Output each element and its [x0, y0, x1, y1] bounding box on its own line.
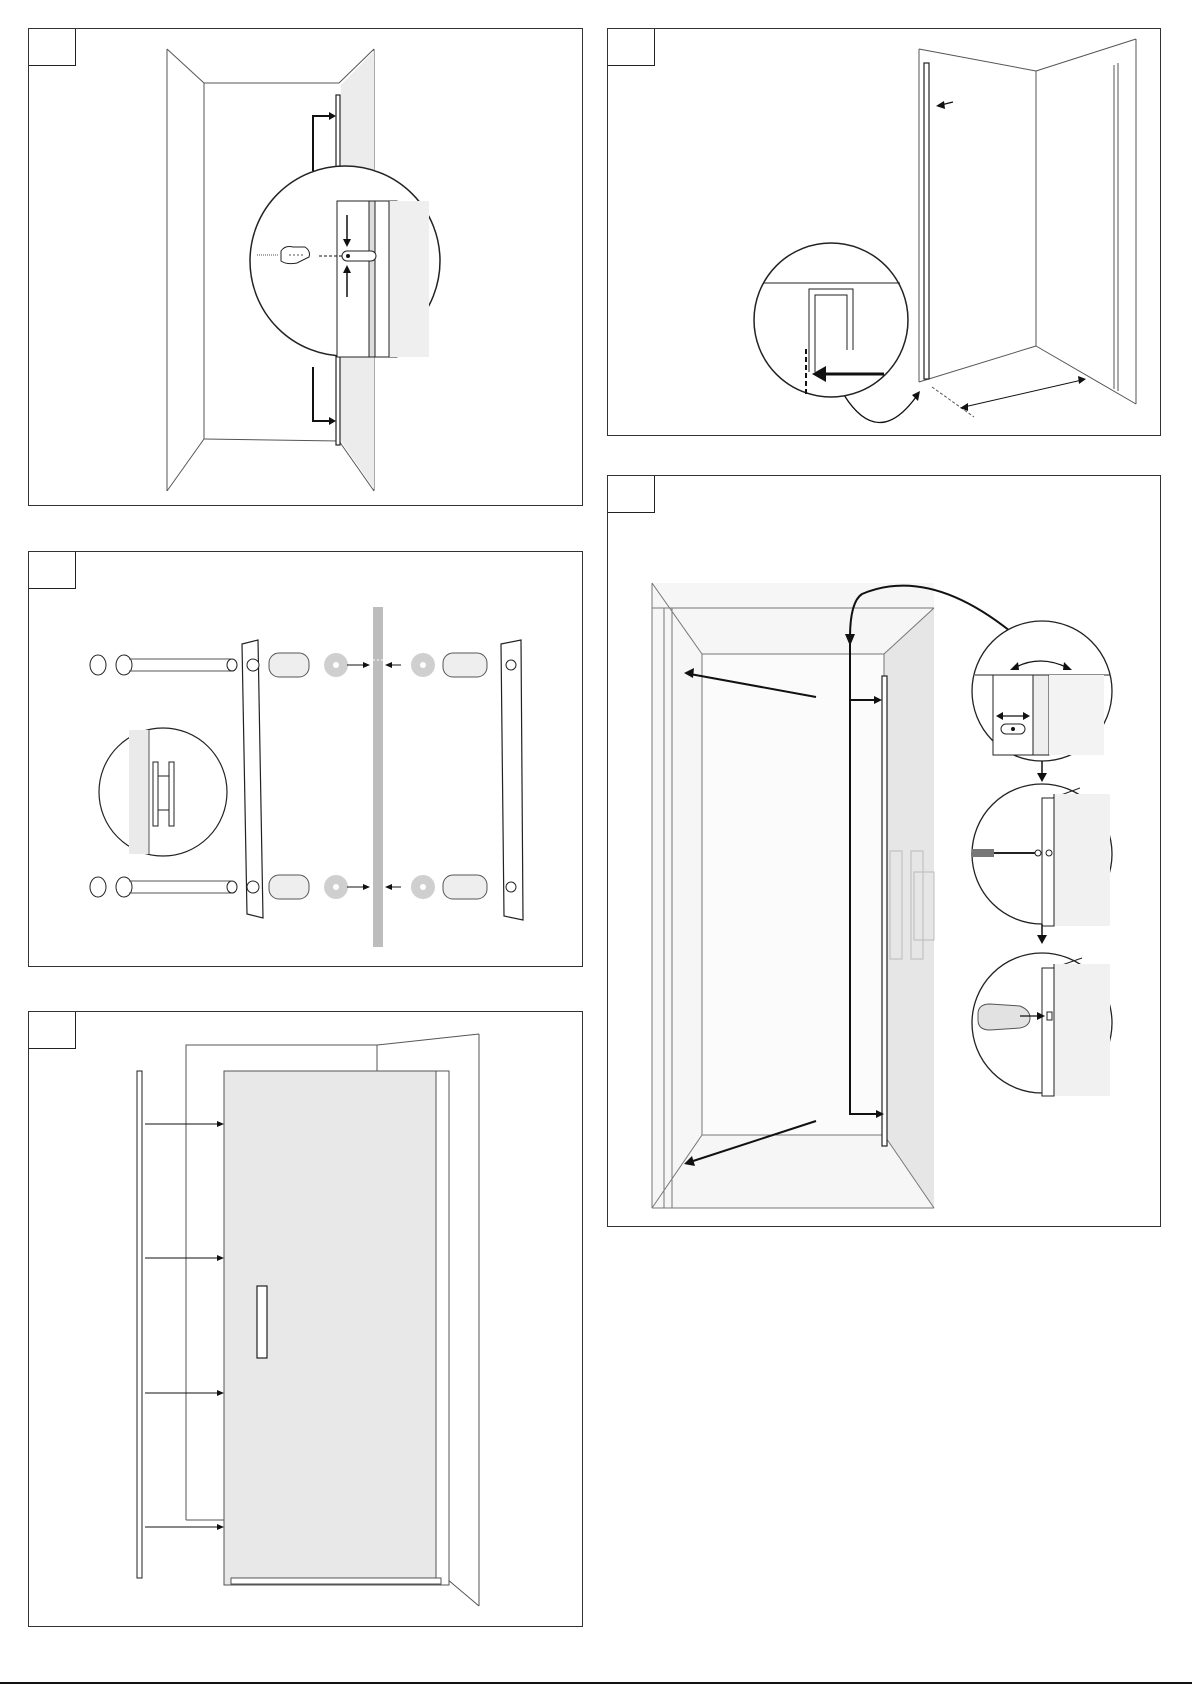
panel-placement-illustration: [29, 1012, 583, 1627]
bolt-row-bottom: [90, 875, 516, 899]
door-profile-illustration: [608, 29, 1161, 436]
detail-tighten-screw: [972, 784, 1112, 926]
wall-profile-strip: [137, 1071, 142, 1578]
panel-door-adjustment: [607, 475, 1161, 1227]
panel-wall-profile-slot: [28, 28, 583, 506]
door-profile: [882, 676, 887, 1146]
side-glass-wall: [884, 608, 934, 1208]
handle-assembly-illustration: [29, 552, 583, 967]
bolt-row-top: [90, 653, 516, 677]
panel-door-profile-sill: [607, 28, 1161, 436]
handle-bar-left: [242, 640, 263, 918]
panel-fixed-panel-placement: [28, 1011, 583, 1627]
glass-panel-section: [373, 607, 383, 947]
glass-fixed-panel: [224, 1071, 439, 1585]
page-bottom-rule: [0, 1682, 1192, 1684]
detail-fit-cap: [972, 953, 1112, 1096]
wall-profile-illustration: [29, 29, 583, 506]
panel-handle-assembly: [28, 551, 583, 967]
door-handle-recess: [257, 1286, 267, 1358]
door-profile-bar: [924, 63, 929, 379]
door-adjustment-illustration: [608, 476, 1161, 1227]
detail-adjust-slot: [972, 621, 1112, 761]
handle-bar-right: [501, 640, 523, 920]
back-wall: [702, 654, 884, 1135]
